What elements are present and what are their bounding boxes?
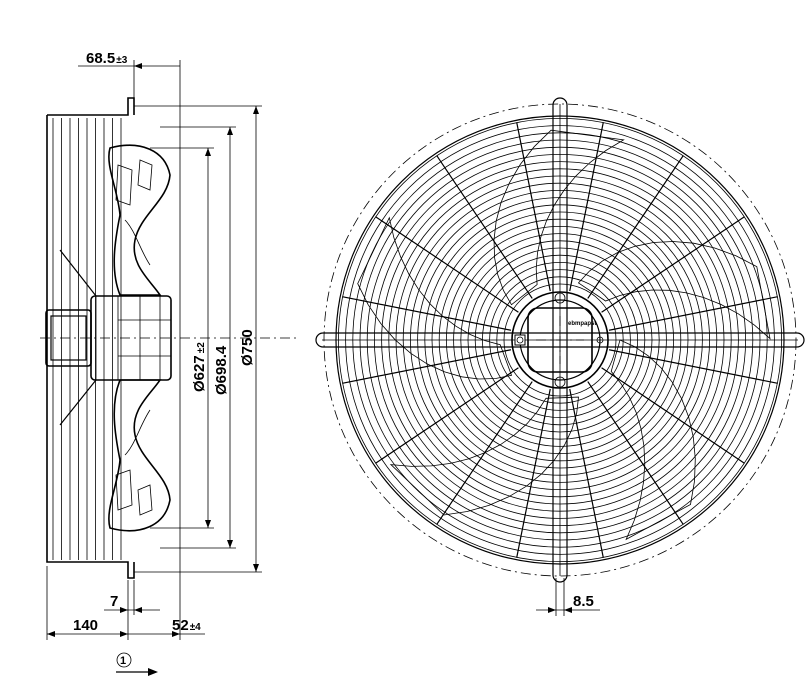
guard-side-outline [46,97,135,579]
grille-spoke [375,216,519,313]
fan-blade [357,216,513,380]
grille-spoke [436,155,533,299]
grille-spoke [342,296,512,331]
dim-mount-slot [536,578,600,616]
grille-spoke [601,216,745,313]
dim-mount-slot-label: 8.5 [573,593,594,610]
blades-front [357,129,771,541]
motor-hub-front [511,291,609,389]
dim-guard-label: Ø750 [239,329,256,366]
blade-side-profile [108,144,171,532]
airflow-marker-number: 1 [120,655,126,667]
dimension-lines [46,60,262,676]
strut-side [59,249,97,426]
dim-blade-label: Ø698.4 [213,345,230,395]
grille-spoke [516,388,551,558]
fan-blade [493,129,625,306]
front-view: ebmpapst [315,97,805,583]
fan-blade [577,241,771,340]
grille-spoke [375,367,519,464]
dim-blade-offset-label: 52±4 [172,617,201,634]
grille-spoke [601,367,745,464]
grille-spoke [516,122,551,292]
dim-guard-thickness-label: 7 [110,593,118,610]
grille-spoke [608,296,778,331]
dim-inlet-label: Ø627±2 [191,342,208,392]
grille-spoke [569,122,604,292]
grille-spoke [608,349,778,384]
fan-blade [389,396,579,516]
dim-total-depth-label: 140 [73,617,98,634]
fan-blade [610,339,696,541]
grille-spoke [587,381,684,525]
airflow-marker-circle [116,652,132,668]
grille-spoke [587,155,684,299]
grille-spoke [342,349,512,384]
side-view [40,97,300,579]
dim-hub-offset-label: 68.5±3 [86,50,128,67]
grille-side-wires [52,118,122,560]
manufacturer-logo: ebmpapst [568,321,596,327]
